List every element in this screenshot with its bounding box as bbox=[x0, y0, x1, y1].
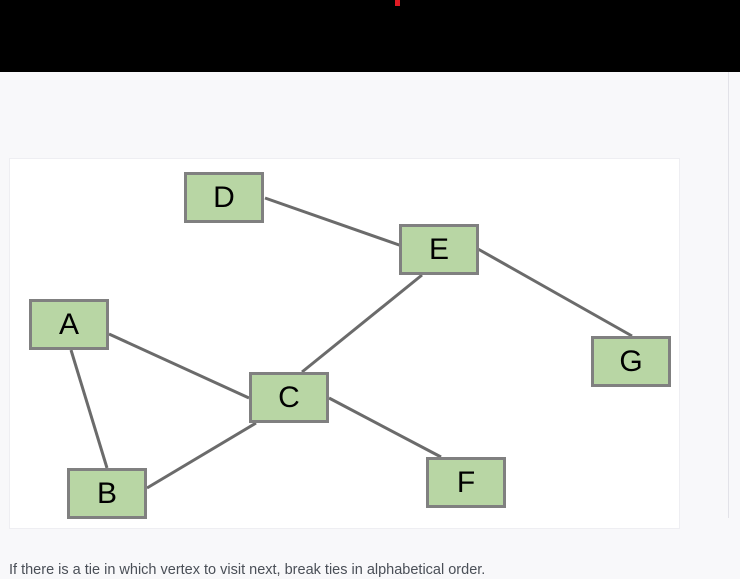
right-gutter bbox=[728, 72, 740, 518]
graph-node-label: C bbox=[278, 380, 300, 414]
graph-edge-c-e bbox=[301, 273, 423, 374]
graph-edge-a-c bbox=[108, 332, 250, 400]
red-marker-indicator bbox=[395, 0, 400, 6]
graph-figure-card: A B C D E F G bbox=[9, 158, 680, 529]
graph-node-g[interactable]: G bbox=[591, 336, 671, 387]
graph-edge-d-e bbox=[264, 196, 403, 248]
graph-edge-b-c bbox=[146, 421, 257, 490]
browser-top-bar bbox=[0, 0, 740, 72]
graph-node-label: A bbox=[58, 307, 79, 341]
graph-node-label: D bbox=[213, 180, 235, 214]
graph-node-d[interactable]: D bbox=[184, 172, 264, 223]
graph-node-label: F bbox=[456, 465, 476, 499]
page-content-area: A B C D E F G If there is a tie in which verte… bbox=[0, 72, 728, 578]
graph-edge-c-f bbox=[328, 396, 442, 459]
graph-edge-e-g bbox=[477, 247, 633, 338]
graph-edge-a-b bbox=[69, 349, 109, 469]
instruction-caption: If there is a tie in which vertex to vis… bbox=[9, 562, 486, 578]
graph-node-label: B bbox=[96, 476, 117, 510]
graph-node-c[interactable]: C bbox=[249, 372, 329, 423]
graph-node-a[interactable]: A bbox=[29, 299, 109, 350]
graph-edges-layer bbox=[69, 196, 633, 490]
graph-node-e[interactable]: E bbox=[399, 224, 479, 275]
graph-node-label: G bbox=[619, 344, 643, 378]
graph-node-f[interactable]: F bbox=[426, 457, 506, 508]
graph-node-label: E bbox=[428, 232, 449, 266]
graph-node-b[interactable]: B bbox=[67, 468, 147, 519]
